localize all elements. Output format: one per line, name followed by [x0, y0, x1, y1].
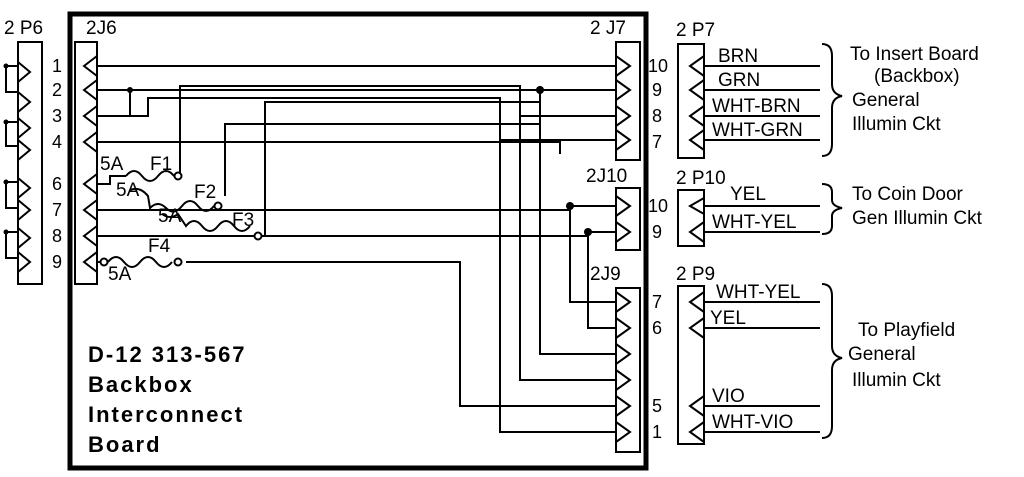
- j7-pin-8: 8: [652, 106, 662, 126]
- j10-pin-9: 9: [652, 222, 662, 242]
- dest-insert-4: Illumin Ckt: [852, 114, 941, 135]
- p9-wire-wht-yel: WHT-YEL: [716, 282, 800, 303]
- fuse-f1: [125, 170, 183, 182]
- p7-wire-wht-brn: WHT-BRN: [712, 96, 801, 117]
- dest-playfield-3: Illumin Ckt: [852, 370, 941, 391]
- j7-label: 2 J7: [590, 18, 626, 39]
- j7-pin-7: 7: [652, 132, 662, 152]
- fuse-f2-rating: 5A: [116, 180, 140, 201]
- p10-label: 2 P10: [676, 168, 726, 189]
- fuse-f3: [161, 212, 263, 241]
- j6-pin-9: 9: [52, 252, 62, 272]
- j6-label: 2J6: [86, 18, 117, 39]
- j6-pin-2: 2: [52, 80, 62, 100]
- fuse-f1-label: F1: [150, 154, 172, 175]
- j9-pin-1: 1: [652, 422, 662, 442]
- p10-wire-wht-yel: WHT-YEL: [712, 212, 796, 233]
- board-outline: [67, 11, 649, 471]
- dest-insert-2: (Backbox): [874, 66, 960, 87]
- j6-pin-8: 8: [52, 226, 62, 246]
- dest-insert-3: General: [852, 90, 920, 111]
- j6-pin-7: 7: [52, 200, 62, 220]
- j7-pin-10: 10: [648, 56, 668, 76]
- brace-playfield: [821, 283, 843, 439]
- p9-label: 2 P9: [676, 264, 715, 285]
- p9-wire-wht-vio: WHT-VIO: [712, 412, 793, 433]
- board-name-line-1: Backbox: [88, 372, 194, 397]
- dest-coin-2: Gen Illumin Ckt: [852, 208, 983, 229]
- j6-pin-1: 1: [52, 56, 62, 76]
- j9-label: 2J9: [590, 264, 621, 285]
- fuse-f4-rating: 5A: [108, 264, 132, 285]
- p9-wire-vio: VIO: [712, 386, 745, 407]
- j9-pin-7: 7: [652, 292, 662, 312]
- j10-pin-10: 10: [648, 196, 668, 216]
- dest-playfield-2: General: [848, 344, 916, 365]
- dest-playfield-1: To Playfield: [858, 320, 955, 341]
- board-name-line-2: Interconnect: [88, 402, 244, 427]
- j9-pin-5: 5: [652, 396, 662, 416]
- p10-wire-yel: YEL: [730, 184, 766, 205]
- brace-coin: [821, 183, 843, 235]
- j6-pin-4: 4: [52, 132, 62, 152]
- p7-wire-wht-grn: WHT-GRN: [712, 120, 803, 141]
- p9-connector: [677, 285, 820, 445]
- j6-pin-6: 6: [52, 174, 62, 194]
- brace-insert: [821, 43, 843, 157]
- dest-insert-1: To Insert Board: [850, 44, 979, 65]
- fuse-f4-label: F4: [148, 236, 171, 257]
- j7-pin-9: 9: [652, 80, 662, 100]
- board-part-number: D-12 313-567: [88, 342, 247, 367]
- p7-connector: [677, 43, 820, 159]
- fuse-f2: [129, 187, 223, 213]
- j9-connector: [615, 287, 641, 453]
- fuse-f4: [99, 256, 183, 268]
- board-traces: [97, 65, 616, 433]
- fuse-f3-label: F3: [232, 210, 254, 231]
- j6-pin-3: 3: [52, 106, 62, 126]
- fuse-f3-rating: 5A: [158, 206, 182, 227]
- j10-label: 2J10: [586, 166, 627, 187]
- j10-connector: [615, 187, 641, 251]
- fuse-f2-label: F2: [194, 182, 216, 203]
- p7-wire-grn: GRN: [718, 70, 760, 91]
- board-name-line-3: Board: [88, 432, 162, 457]
- dest-coin-1: To Coin Door: [852, 184, 964, 205]
- p6-label: 2 P6: [4, 18, 43, 39]
- p6-connector: [3, 41, 43, 285]
- fuse-f1-rating: 5A: [100, 154, 124, 175]
- p9-wire-yel: YEL: [710, 308, 746, 329]
- p7-wire-brn: BRN: [718, 46, 758, 67]
- j9-pin-6: 6: [652, 318, 662, 338]
- p7-label: 2 P7: [676, 20, 715, 41]
- j6-connector: [74, 41, 98, 285]
- j7-connector: [615, 41, 641, 161]
- p10-connector: [677, 189, 820, 247]
